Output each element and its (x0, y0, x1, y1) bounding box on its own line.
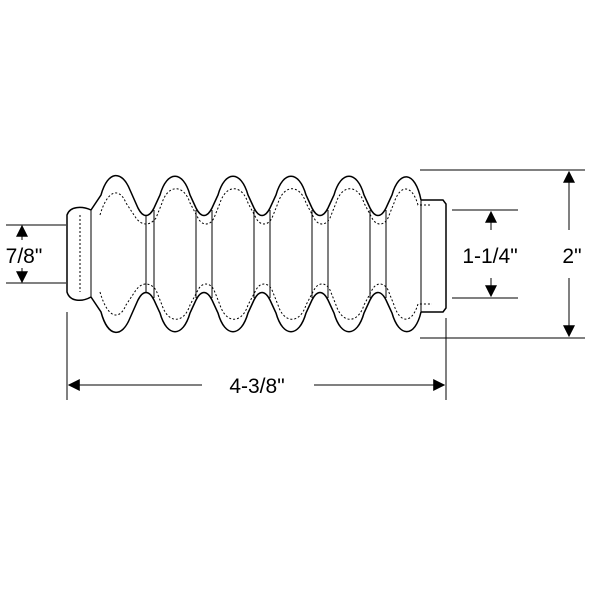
outer-diameter-label: 2" (562, 245, 581, 268)
end-diameter-label: 7/8" (6, 245, 43, 268)
bellows-top-profile (90, 174, 422, 217)
inner-contour (79, 188, 432, 320)
dim-inner-diameter (452, 209, 518, 299)
valley-lines (90, 200, 422, 312)
inner-diameter-label: 1-1/4" (462, 245, 517, 268)
right-cuff (421, 199, 447, 313)
left-cuff (66, 206, 92, 302)
bellows-bottom-profile (90, 291, 422, 333)
dim-outer-diameter (420, 169, 585, 339)
bellows-boot (66, 174, 447, 333)
dim-overall-length (66, 312, 447, 400)
overall-length-label: 4-3/8" (229, 375, 284, 398)
dim-end-diameter (6, 224, 66, 284)
